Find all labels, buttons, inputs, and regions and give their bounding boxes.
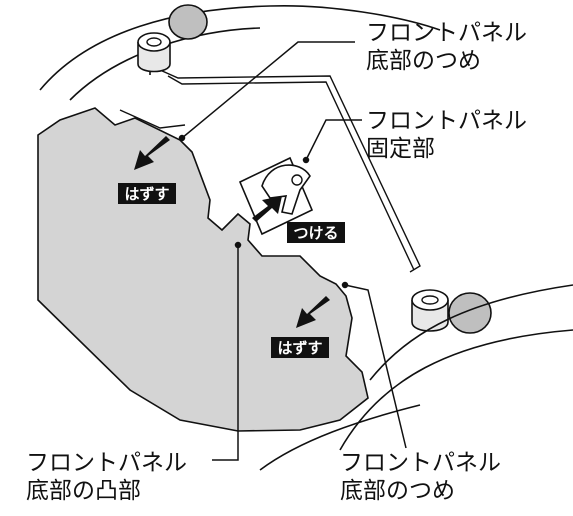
rail-track bbox=[119, 69, 421, 273]
callout-front-tab-top-line1: フロントパネル bbox=[366, 20, 527, 46]
rubber-foot-bottom bbox=[411, 289, 492, 334]
tag-remove-2: はずす bbox=[271, 337, 329, 358]
callout-front-bump: フロントパネル 底部の凸部 bbox=[26, 450, 187, 504]
arrow-remove-1 bbox=[134, 136, 170, 170]
callout-front-bump-line1: フロントパネル bbox=[26, 450, 187, 476]
callout-front-tab-bottom: フロントパネル 底部のつめ bbox=[340, 450, 501, 504]
arrow-icon bbox=[134, 136, 170, 170]
rubber-foot-icon bbox=[168, 4, 208, 40]
leader-lines bbox=[178, 41, 407, 461]
tag-remove-2-text: はずす bbox=[277, 339, 322, 357]
callout-front-tab-bottom-line1: フロントパネル bbox=[340, 450, 501, 476]
tag-remove-1-text: はずす bbox=[124, 185, 169, 203]
front-panel bbox=[37, 107, 369, 432]
fixing-part bbox=[238, 156, 314, 236]
tag-remove-1: はずす bbox=[118, 183, 176, 204]
rubber-foot-icon bbox=[448, 292, 492, 334]
callout-front-fixing-line2: 固定部 bbox=[366, 136, 435, 162]
callout-front-tab-top-line2: 底部のつめ bbox=[366, 48, 481, 74]
arrow-remove-2 bbox=[296, 296, 330, 328]
callout-front-bump-line2: 底部の凸部 bbox=[26, 478, 141, 504]
tag-attach-text: つける bbox=[293, 224, 338, 242]
callout-front-tab-top: フロントパネル 底部のつめ bbox=[366, 20, 527, 74]
arrow-attach bbox=[252, 196, 282, 222]
tag-attach: つける bbox=[287, 222, 345, 243]
callout-front-tab-bottom-line2: 底部のつめ bbox=[340, 478, 455, 504]
callout-front-fixing: フロントパネル 固定部 bbox=[366, 108, 527, 162]
callout-front-fixing-line1: フロントパネル bbox=[366, 108, 527, 134]
arrow-icon bbox=[296, 296, 330, 328]
rubber-foot-top bbox=[137, 4, 208, 73]
arrow-icon bbox=[252, 196, 282, 222]
